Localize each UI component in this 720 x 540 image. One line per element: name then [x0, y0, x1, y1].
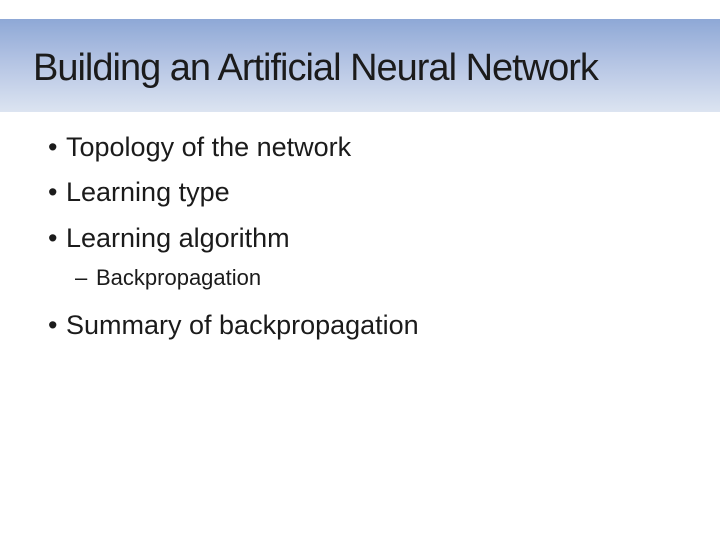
bullet-item: • Summary of backpropagation: [48, 309, 700, 341]
bullet-text: Learning type: [66, 177, 230, 208]
dash-marker: –: [75, 265, 88, 291]
bullet-marker: •: [48, 177, 58, 208]
bullet-list: • Topology of the network • Learning typ…: [48, 131, 700, 341]
sub-bullet-text: Backpropagation: [96, 265, 262, 291]
bullet-text: Learning algorithm: [66, 222, 290, 253]
bullet-marker: •: [48, 222, 58, 253]
bullet-marker: •: [48, 132, 58, 162]
bullet-text: Topology of the network: [66, 132, 352, 162]
bullet-item: • Learning algorithm: [48, 222, 700, 254]
sub-bullet-item: – Backpropagation: [75, 265, 700, 291]
slide-title: Building an Artificial Neural Network: [33, 46, 599, 89]
bullet-item: • Topology of the network: [48, 131, 700, 163]
bullet-item: • Learning type: [48, 176, 700, 208]
bullet-marker: •: [48, 309, 58, 340]
bullet-text: Summary of backpropagation: [66, 309, 419, 340]
title-band: Building an Artificial Neural Network: [0, 19, 720, 112]
